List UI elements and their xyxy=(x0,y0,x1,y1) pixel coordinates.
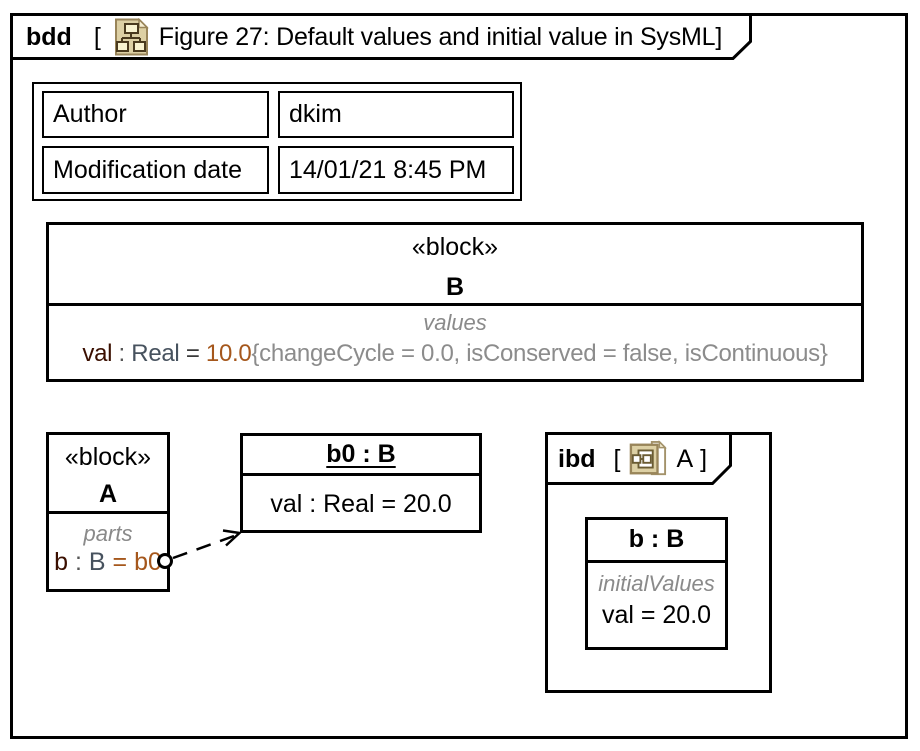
ibd-diagram-icon xyxy=(630,440,668,476)
values-compartment-label: values xyxy=(423,310,487,335)
author-value-cell: dkim xyxy=(278,91,514,138)
open-arrowhead xyxy=(222,529,243,547)
info-table[interactable]: Author dkim Modification date 14/01/21 8… xyxy=(32,82,522,201)
instance-b0-value-line: val : Real = 20.0 xyxy=(270,490,452,518)
ibd-title: A xyxy=(676,444,694,473)
block-a-parts-compartment: parts b : B = b0 xyxy=(49,521,167,577)
block-b-values-compartment: values val : Real = 10.0{changeCycle = 0… xyxy=(49,310,861,368)
modification-date-value: 14/01/21 8:45 PM xyxy=(289,155,487,184)
ibd-open-bracket: [ xyxy=(613,444,621,473)
part-block-b-name: b : B xyxy=(628,525,685,554)
dashed-arrow-connector[interactable] xyxy=(172,534,235,560)
part-block-b-header: b : B xyxy=(588,520,725,563)
block-a[interactable]: «block» A parts b : B = b0 xyxy=(46,432,170,592)
ibd-frame-tab[interactable]: ibd [ A ] xyxy=(558,437,707,481)
instance-b0-name: b0 : B xyxy=(326,439,396,468)
part-name: b xyxy=(54,548,69,577)
block-a-stereotype: «block» xyxy=(64,443,152,471)
main-frame-tab[interactable]: bdd [ Figure 27: Default values and init… xyxy=(26,16,722,58)
author-label: Author xyxy=(53,100,127,128)
parts-compartment-label: parts xyxy=(83,521,133,546)
block-b[interactable]: «block» B values val : Real = 10.0{chang… xyxy=(46,222,864,382)
instance-b0-slots: val : Real = 20.0 xyxy=(243,490,479,519)
part-block-b-initialvalues-compartment: initialValues val = 20.0 xyxy=(588,571,725,630)
block-b-stereotype: «block» xyxy=(411,233,499,261)
ibd-keyword: ibd xyxy=(558,444,596,473)
bdd-keyword: bdd xyxy=(26,22,72,51)
author-value: dkim xyxy=(289,100,342,128)
diagram-title: Figure 27: Default values and initial va… xyxy=(158,22,723,51)
block-a-header: «block» A xyxy=(49,435,167,514)
modification-date-label: Modification date xyxy=(53,155,243,184)
part-type: B xyxy=(88,548,106,577)
value-constraint: {changeCycle = 0.0, isConserved = false,… xyxy=(251,340,828,368)
block-b-header: «block» B xyxy=(49,225,861,306)
block-a-name: A xyxy=(98,479,118,508)
default-value: 10.0 xyxy=(205,340,252,368)
initialvalues-compartment-label: initialValues xyxy=(598,571,715,596)
part-block-b-value-line: val = 20.0 xyxy=(601,601,712,630)
ibd-close-bracket: ] xyxy=(700,444,708,473)
bdd-diagram-icon xyxy=(114,18,149,56)
part-block-b[interactable]: b : B initialValues val = 20.0 xyxy=(585,517,728,650)
value-name: val xyxy=(82,340,113,368)
instance-b0-header: b0 : B xyxy=(243,436,479,476)
block-b-name: B xyxy=(445,272,465,301)
block-a-part-line: b : B = b0 xyxy=(54,548,162,577)
instance-b0[interactable]: b0 : B val : Real = 20.0 xyxy=(240,433,482,533)
open-bracket: [ xyxy=(93,22,101,51)
part-default-value: b0 xyxy=(134,548,162,577)
modification-date-value-cell: 14/01/21 8:45 PM xyxy=(278,146,514,194)
modification-date-label-cell: Modification date xyxy=(42,146,269,194)
author-label-cell: Author xyxy=(42,91,269,138)
value-type: Real xyxy=(131,340,180,368)
block-b-value-line: val : Real = 10.0{changeCycle = 0.0, isC… xyxy=(82,340,828,368)
